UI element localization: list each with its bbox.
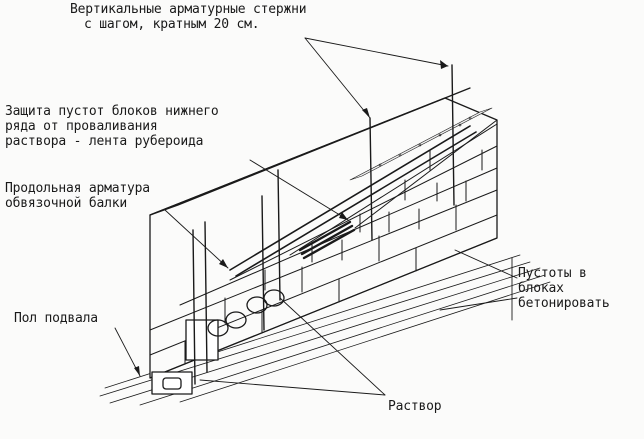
wall-top-face — [149, 87, 471, 216]
label-line: Вертикальные арматурные стержни — [70, 2, 307, 17]
label-line: бетонировать — [518, 296, 610, 311]
label-line: Раствор — [388, 399, 442, 414]
label-line: с шагом, кратным 20 см. — [84, 17, 260, 32]
label-line: Пустоты в — [518, 266, 587, 281]
leader-lines — [114, 37, 518, 396]
label-line: ряда от проваливания — [5, 119, 158, 134]
arrowheads — [134, 60, 448, 376]
concrete-fill — [349, 107, 493, 181]
label-longitudinal-rebar: Продольная арматура обвязочной балки — [5, 181, 150, 211]
roofing-felt-strip — [298, 220, 356, 260]
label-line: обвязочной балки — [5, 196, 128, 211]
label-mortar: Раствор — [388, 399, 442, 414]
label-vertical-rebar: Вертикальные арматурные стержни с шагом,… — [70, 2, 307, 32]
label-line: Продольная арматура — [5, 181, 150, 196]
label-basement-floor: Пол подвала — [14, 311, 98, 326]
label-line: Защита пустот блоков нижнего — [5, 104, 219, 119]
block-joints — [184, 149, 483, 365]
label-voids-concrete: Пустоты в блоках бетонировать — [518, 266, 610, 311]
label-line: раствора - лента рубероида — [5, 134, 204, 149]
mortar-joints — [149, 119, 498, 379]
label-void-protection: Защита пустот блоков нижнего ряда от про… — [5, 104, 219, 149]
longitudinal-rebar — [229, 125, 477, 277]
label-line: блоках — [518, 281, 564, 296]
label-line: Пол подвала — [14, 311, 98, 326]
